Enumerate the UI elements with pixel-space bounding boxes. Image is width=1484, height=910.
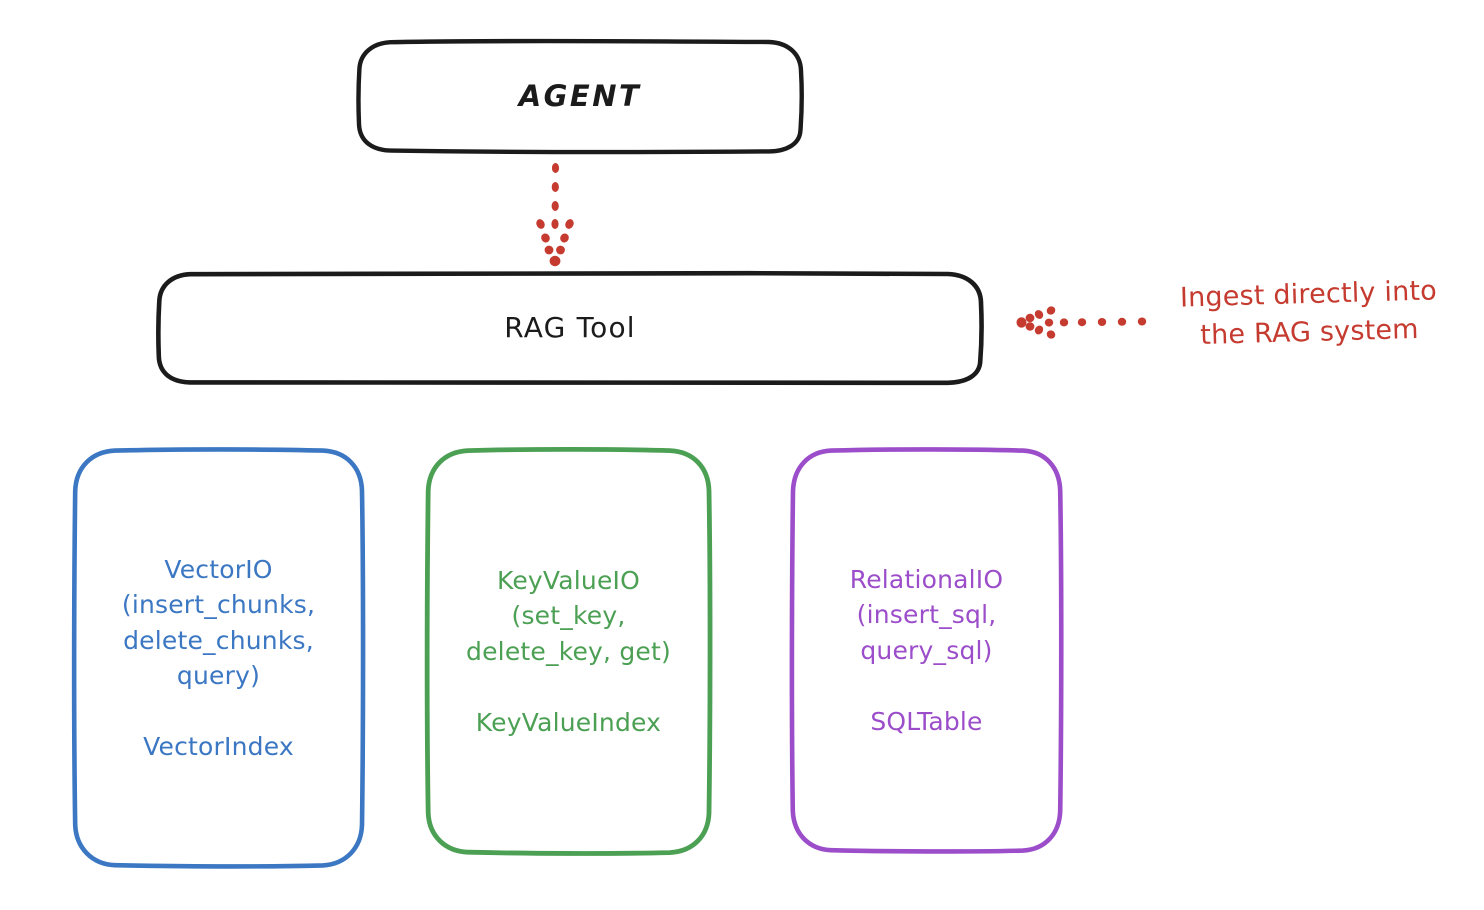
node-relational-io-label: RelationalIO (insert_sql, query_sql) SQL…	[849, 564, 1004, 736]
ingest-to-rag-tool-dotted-arrow	[1016, 306, 1147, 339]
node-vector-io-label: VectorIO (insert_chunks, delete_chunks, …	[121, 554, 316, 762]
node-vector-io[interactable]: VectorIO (insert_chunks, delete_chunks, …	[71, 447, 366, 869]
node-agent-label: AGENT	[518, 79, 642, 114]
annotation-ingest-directly: Ingest directly into the RAG system	[1179, 275, 1438, 352]
node-rag-tool-label: RAG Tool	[504, 311, 636, 345]
node-key-value-io[interactable]: KeyValueIO (set_key, delete_key, get) Ke…	[424, 446, 713, 856]
agent-to-rag-tool-dotted-arrow	[536, 163, 574, 267]
node-rag-tool[interactable]: RAG Tool	[155, 270, 984, 387]
node-relational-io[interactable]: RelationalIO (insert_sql, query_sql) SQL…	[789, 447, 1064, 854]
node-agent[interactable]: AGENT	[356, 38, 804, 155]
node-key-value-io-label: KeyValueIO (set_key, delete_key, get) Ke…	[466, 565, 671, 737]
